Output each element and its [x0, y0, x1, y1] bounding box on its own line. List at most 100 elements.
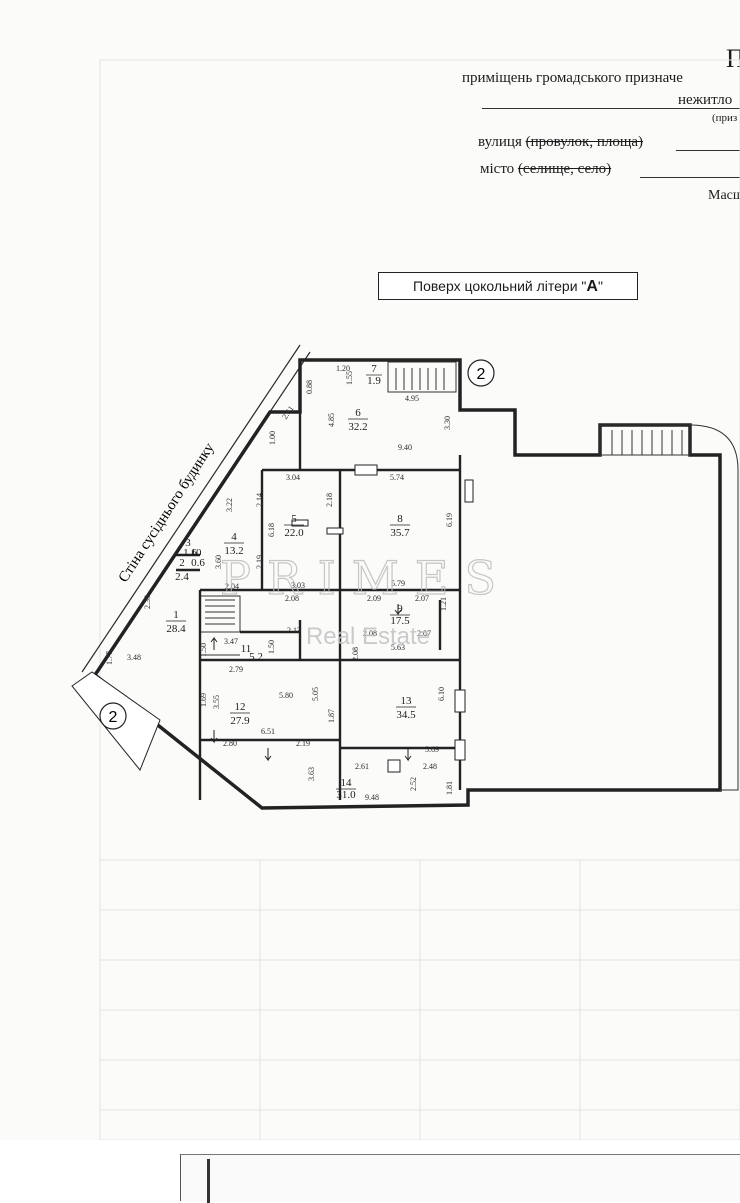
dimension: 3.03 [291, 581, 305, 590]
room-1-area: 28.4 [166, 623, 186, 635]
city-underline [640, 177, 740, 178]
dimension: 9.48 [365, 793, 379, 802]
dimension: 6.10 [437, 687, 446, 701]
dimension: 0.88 [305, 380, 314, 394]
neighbor-wall [81, 344, 311, 679]
dimension: 1.00 [268, 431, 277, 445]
dimension: 1.50 [267, 640, 276, 654]
dimension: 5.80 [279, 691, 293, 700]
dimension: 3.48 [127, 653, 141, 662]
floor-plan: 2 2 Стіна сусіднього будинку 128.4 22.4 … [71, 59, 740, 1140]
room-8-number: 8 [397, 513, 403, 525]
axis-marker-bottom-label: 2 [109, 709, 118, 726]
dimension: 2.48 [423, 762, 437, 771]
floor-label-close: " [597, 278, 603, 294]
room-12-number: 12 [235, 701, 246, 713]
axis-marker-top-label: 2 [477, 366, 486, 383]
dimension: 5.74 [390, 473, 404, 482]
room-14-number: 14 [341, 777, 353, 789]
floor-label: Поверх цокольний літери "А" [378, 272, 638, 300]
room-10: 100.6 [191, 547, 206, 569]
dimension: 4.95 [405, 394, 419, 403]
room-3: 31.6 [183, 537, 197, 559]
stair-room-7 [387, 361, 457, 393]
room-3-area: 1.6 [183, 547, 197, 559]
street-strike: (провулок, площа) [525, 134, 644, 150]
dimension: 2.79 [229, 665, 243, 674]
room-11-area: 5.2 [249, 651, 263, 663]
room-14-area: 31.0 [336, 789, 356, 801]
city-prefix: місто [480, 161, 518, 177]
header-underline [482, 108, 740, 109]
dimension: 3.30 [443, 416, 452, 430]
room-7-area: 1.9 [367, 375, 381, 387]
room-3-number: 3 [185, 537, 191, 549]
dimension: 3.47 [224, 637, 238, 646]
dimension: 3.63 [307, 767, 316, 781]
dimension: 2.52 [409, 777, 418, 791]
axis-marker-top [467, 359, 495, 387]
watermark: PRIMES Real Estate [219, 550, 512, 650]
room-labels: 128.4 22.4 31.6 413.2 522.0 632.2 71.9 8… [166, 363, 416, 801]
dimension: 4.85 [327, 413, 336, 427]
interior-walls [176, 412, 462, 800]
watermark-line-1: PRIMES [220, 551, 512, 605]
dimension: 1.69 [199, 693, 208, 707]
room-2: 22.4 [175, 557, 189, 583]
dimension: 1.87 [327, 709, 336, 723]
dimension-labels: 1.20 1.55 4.95 2.61 4.85 0.88 1.00 9.40 … [105, 364, 454, 802]
dimension: 3.60 [214, 555, 223, 569]
street-label: вулиця (провулок, площа) [478, 134, 643, 151]
dimension: 3.04 [286, 473, 300, 482]
dimension: 3.22 [225, 498, 234, 512]
dimension: 2.18 [325, 493, 334, 507]
dimension: 5.69 [425, 745, 439, 754]
room-13-area: 34.5 [396, 709, 416, 721]
dimension: 2.33 [143, 595, 152, 609]
dimension: 2.08 [363, 629, 377, 638]
floor-letter: А [586, 278, 598, 295]
street-underline [676, 150, 740, 151]
dimension: 3.55 [212, 695, 221, 709]
room-6-area: 32.2 [348, 421, 367, 433]
dimension: 2.07 [415, 594, 429, 603]
header-line-2: нежитло [678, 92, 733, 108]
dimension: 2.04 [225, 582, 239, 591]
room-4-area: 13.2 [224, 545, 243, 557]
room-6-number: 6 [355, 407, 361, 419]
room-7: 71.9 [366, 363, 382, 387]
header-caption: (приз [712, 112, 738, 124]
room-1: 128.4 [166, 609, 186, 635]
room-5-area: 22.0 [284, 527, 304, 539]
room-9-area: 17.5 [390, 615, 410, 627]
room-7-number: 7 [371, 363, 377, 375]
dimension: 2.80 [223, 739, 237, 748]
dimension: 1.81 [445, 781, 454, 795]
dimension: 1.55 [345, 371, 354, 385]
stair-left [199, 595, 241, 656]
wall-openings [291, 464, 474, 773]
dimension: 2.61 [280, 404, 295, 421]
room-11: 115.2 [241, 643, 263, 663]
street-prefix: вулиця [478, 134, 526, 150]
header-line-1: приміщень громадського призначе [462, 70, 683, 86]
dimension: 2.19 [296, 739, 310, 748]
room-9-number: 9 [397, 603, 403, 615]
room-12: 12 27.9 [230, 701, 250, 727]
dimension: 2.09 [367, 594, 381, 603]
room-4-number: 4 [231, 531, 237, 543]
room-11-number: 11 [241, 643, 252, 655]
dimension: 5.79 [391, 579, 405, 588]
dimension: 5.63 [391, 643, 405, 652]
dimension: 5.05 [311, 687, 320, 701]
dimension: 6.19 [445, 513, 454, 527]
dimension: 2.08 [285, 594, 299, 603]
scale-label: Масш [708, 188, 740, 203]
room-4: 413.2 [224, 531, 244, 557]
dimension: 1.21 [439, 597, 448, 611]
dimension: 2.19 [255, 555, 264, 569]
door-arrows [210, 604, 412, 762]
room-2-area: 2.4 [175, 571, 189, 583]
room-12-area: 27.9 [230, 715, 250, 727]
